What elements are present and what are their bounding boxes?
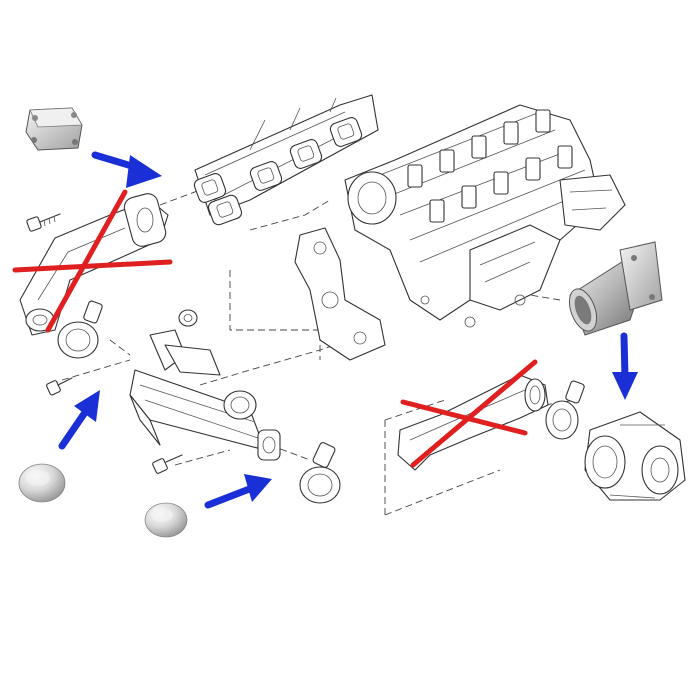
arrow-to-cooler-port [58, 390, 100, 450]
removal-cross-lower [400, 359, 538, 468]
hose-clamp-lower-center [299, 442, 341, 504]
intake-bracket [294, 227, 386, 361]
removal-cross-upper [12, 189, 173, 333]
cam-bearing-caps [407, 109, 573, 223]
washer [178, 309, 198, 327]
arrow-to-cooler-outlet [204, 474, 272, 509]
blanking-cap-left [18, 463, 66, 503]
hose-clamp-lower-right [545, 380, 585, 440]
arrow-to-manifold [91, 151, 162, 188]
bolt-upper [26, 213, 61, 232]
egr-valve-housing [584, 411, 686, 501]
egr-cooler [129, 329, 281, 461]
egr-blanking-plate [25, 107, 83, 151]
cylinder-head [344, 104, 626, 328]
exhaust-manifold [193, 94, 379, 226]
bolt-lower [152, 454, 183, 474]
blanking-cap-bottom [144, 502, 188, 538]
arrow-to-valve [612, 332, 638, 400]
egr-pipe-sleeve [568, 241, 663, 336]
bolt-left [46, 377, 73, 396]
hose-clamp-upper-left [57, 300, 103, 359]
